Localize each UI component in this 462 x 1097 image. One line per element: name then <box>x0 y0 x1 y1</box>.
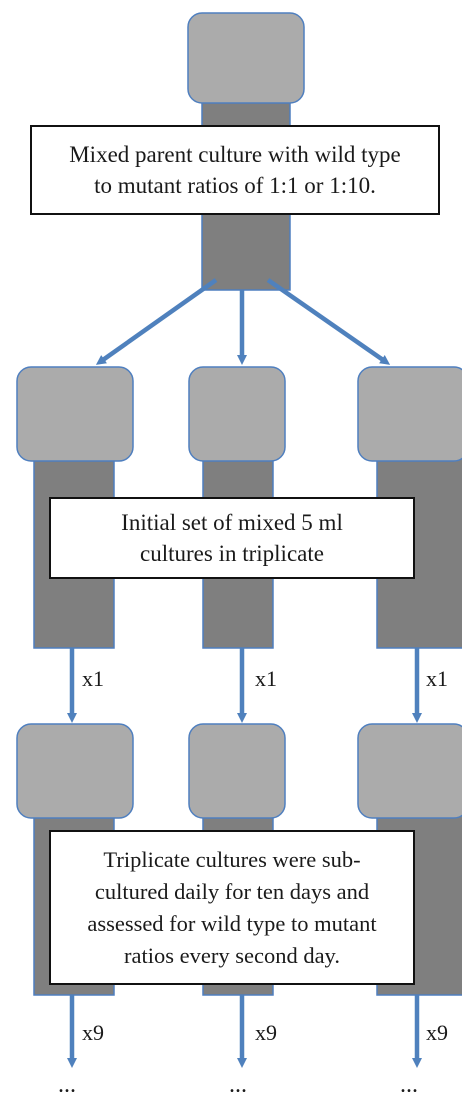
subculture-text-line3: assessed for wild type to mutant <box>87 910 377 936</box>
transfer-label-x1-left: x1 <box>82 666 104 691</box>
initial-cultures-box: Initial set of mixed 5 ml cultures in tr… <box>49 497 415 579</box>
subculture-tube-left-cap <box>16 723 134 819</box>
initial-cultures-text-line1: Initial set of mixed 5 ml <box>121 510 343 535</box>
transfer-label-x1-right: x1 <box>426 666 448 691</box>
parent-culture-box: Mixed parent culture with wild type to m… <box>30 125 440 215</box>
parent-culture-text-line1: Mixed parent culture with wild type <box>69 142 401 167</box>
subculture-text-line1: Triplicate cultures were sub- <box>103 846 361 872</box>
transfer-label-x1-middle: x1 <box>255 666 277 691</box>
continuation-dots-left: ... <box>58 1078 76 1092</box>
subculture-text-line2: cultured daily for ten days and <box>94 878 370 904</box>
arrow-parent-to-left <box>95 278 218 365</box>
parent-tube-cap <box>187 12 305 104</box>
transfer-label-x9-middle: x9 <box>255 1020 277 1045</box>
subculture-box: Triplicate cultures were sub- cultured d… <box>49 830 415 985</box>
initial-tube-left-cap <box>16 366 134 462</box>
subculture-text-line4: ratios every second day. <box>124 942 340 968</box>
subculture-tube-middle-cap <box>188 723 286 819</box>
arrow-parent-to-right <box>266 278 391 365</box>
continuation-dots-right: ... <box>400 1078 418 1092</box>
continuation-dots-middle: ... <box>229 1078 247 1092</box>
subculture-tube-right-cap <box>357 723 462 819</box>
initial-tube-right-cap <box>357 366 462 462</box>
initial-tube-middle-cap <box>188 366 286 462</box>
transfer-label-x9-left: x9 <box>82 1020 104 1045</box>
parent-culture-text-line2: to mutant ratios of 1:1 or 1:10. <box>94 173 376 198</box>
transfer-label-x9-right: x9 <box>426 1020 448 1045</box>
initial-cultures-text-line2: cultures in triplicate <box>140 541 324 566</box>
